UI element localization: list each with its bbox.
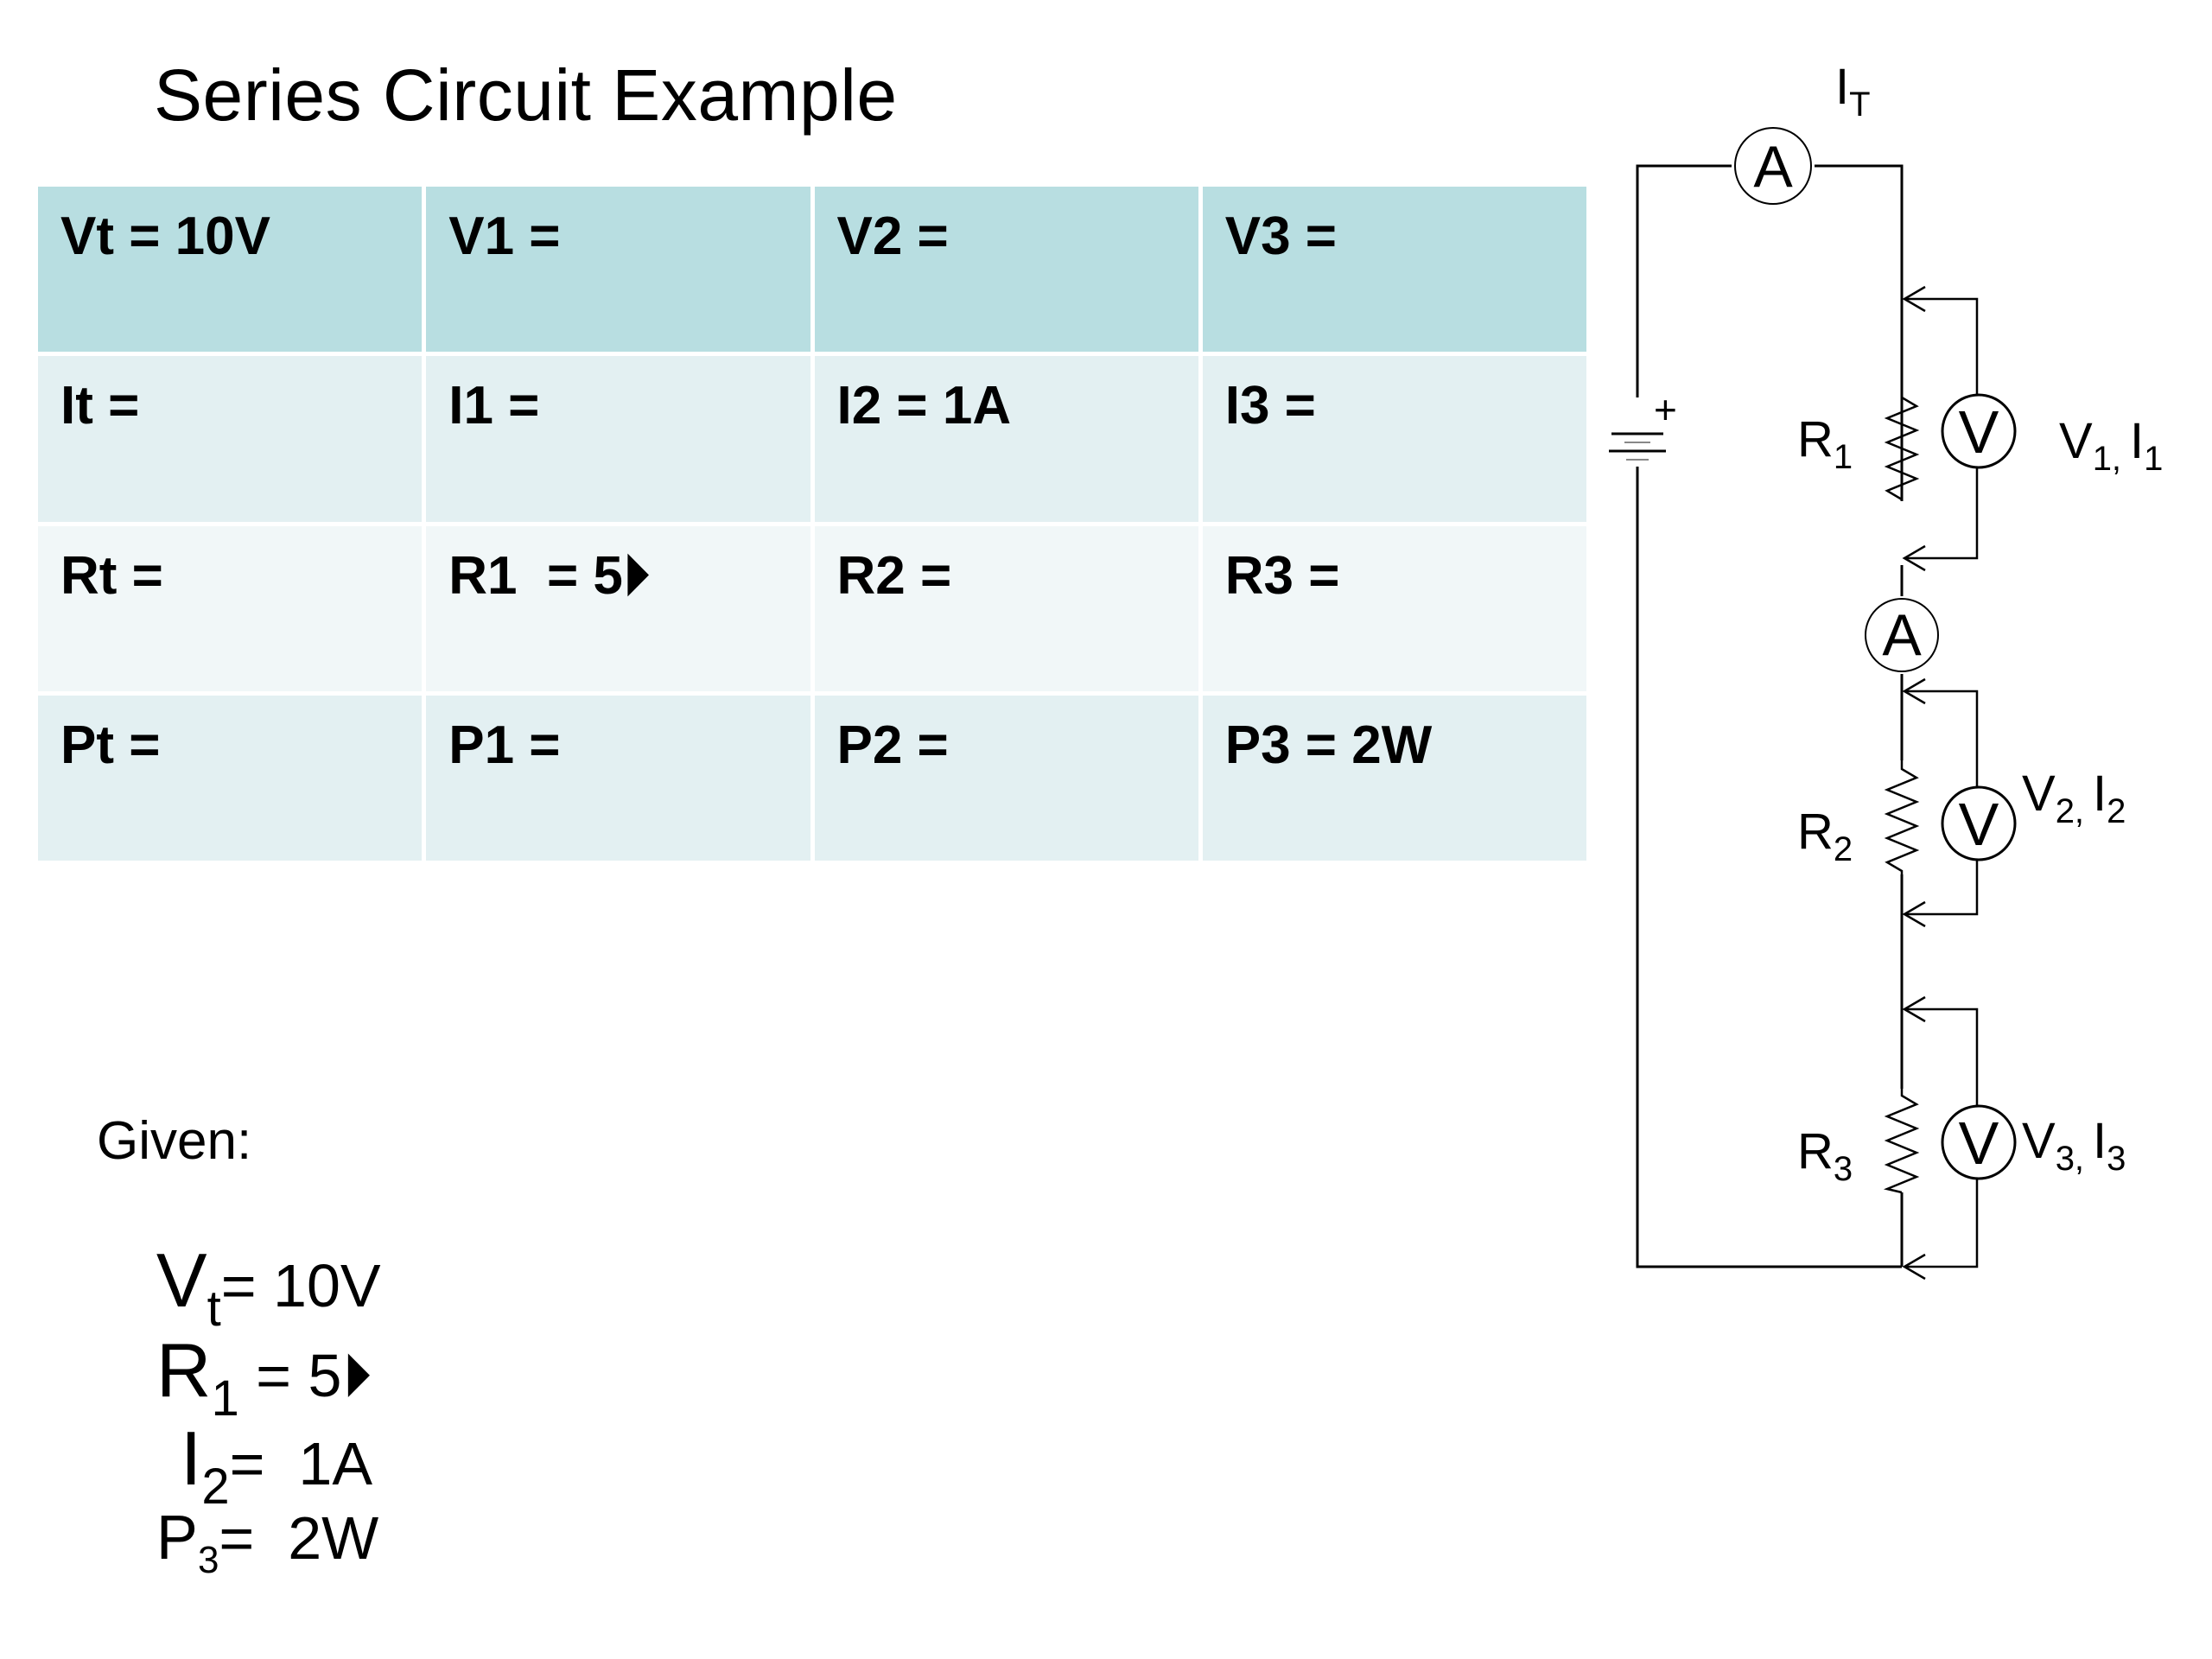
given-symbol: R — [156, 1327, 212, 1413]
voltmeter-2-icon — [1941, 785, 2017, 861]
table-cell: R2 = — [814, 525, 1198, 691]
resistor-r3-icon — [1883, 1089, 1920, 1194]
table-cell: Pt = — [38, 695, 423, 861]
voltmeter-1-icon — [1941, 393, 2017, 469]
label-main: I — [1835, 59, 1849, 115]
voltmeter-3-icon — [1941, 1104, 2017, 1180]
table-cell: R3 = — [1202, 525, 1586, 691]
meter-3-label: V3,I3 — [2022, 1113, 2126, 1178]
table-cell: I1 = — [426, 356, 810, 522]
ammeter-total-icon — [1734, 127, 1812, 205]
given-item-i2: I2= 1A — [121, 1367, 372, 1550]
table-cell: P1 = — [426, 695, 810, 861]
table-cell: It = — [38, 356, 423, 522]
arrow-icon — [1902, 995, 1926, 1023]
battery-icon — [1609, 432, 1666, 461]
ammeter-middle-icon — [1865, 598, 1939, 672]
given-item-r1: R1 = 5⏵ — [97, 1279, 372, 1462]
arrow-icon — [1902, 544, 1926, 572]
resistor-r2-label: R2 — [1797, 804, 1853, 868]
given-value: = 2W — [219, 1504, 379, 1572]
given-item-p3: P3= 2W — [97, 1453, 378, 1623]
table-cell: V2 = — [814, 187, 1198, 353]
given-item-vt: Vt= 10V — [97, 1189, 381, 1372]
resistor-r2-icon — [1884, 760, 1920, 874]
given-value: = 10V — [220, 1252, 381, 1319]
arrow-icon — [1902, 900, 1926, 928]
resistor-r1-label: R1 — [1797, 411, 1853, 476]
voltmeter-2-lead — [1904, 690, 1979, 786]
voltmeter-2-lead — [1904, 861, 1979, 916]
given-symbol: I — [180, 1415, 202, 1501]
table-cell: P2 = — [814, 695, 1198, 861]
given-subscript: 2 — [201, 1459, 230, 1515]
voltmeter-3-lead — [1904, 1179, 1979, 1268]
given-symbol: P — [156, 1503, 198, 1573]
table-cell: V3 = — [1202, 187, 1586, 353]
arrow-icon — [1902, 285, 1926, 313]
meter-1-label: V1,I1 — [2059, 413, 2163, 478]
table-cell: Rt = — [38, 525, 423, 691]
voltmeter-3-lead — [1904, 1007, 1979, 1106]
arrow-icon — [1902, 677, 1926, 705]
given-value: = 5⏵ — [238, 1342, 372, 1409]
battery-plus-label: + — [1654, 387, 1677, 432]
resistor-r1-icon — [1884, 387, 1920, 501]
table-cell: R1 = 5⏵ — [426, 525, 810, 691]
table-cell: I2 = 1A — [814, 356, 1198, 522]
meter-2-label: V2,I2 — [2022, 766, 2126, 830]
total-current-label: IT — [1835, 59, 1871, 124]
table-cell: I3 = — [1202, 356, 1586, 522]
given-subscript: t — [207, 1281, 221, 1337]
voltmeter-symbol: V — [1959, 791, 1999, 858]
voltmeter-1-lead — [1904, 468, 1979, 560]
given-heading: Given: — [97, 1111, 252, 1171]
voltmeter-symbol: V — [1959, 398, 1999, 466]
table-cell: P3 = 2W — [1202, 695, 1586, 861]
voltmeter-symbol: V — [1959, 1109, 1999, 1177]
given-symbol: V — [156, 1237, 207, 1323]
slide-title: Series Circuit Example — [154, 54, 898, 136]
resistor-r3-label: R3 — [1797, 1123, 1853, 1188]
given-subscript: 1 — [211, 1370, 239, 1427]
given-value: = 1A — [229, 1430, 373, 1497]
given-subscript: 3 — [197, 1539, 219, 1581]
ammeter-symbol: A — [1882, 602, 1922, 668]
label-sub: T — [1849, 86, 1870, 124]
table-cell: V1 = — [426, 187, 810, 353]
arrow-icon — [1902, 1253, 1926, 1281]
voltmeter-1-lead — [1904, 297, 1979, 394]
circuit-wire — [1815, 164, 1904, 387]
table-cell: Vt = 10V — [38, 187, 423, 353]
ammeter-symbol: A — [1753, 134, 1793, 200]
circuit-wire — [1636, 164, 1732, 397]
circuit-wire — [1636, 467, 1902, 1268]
